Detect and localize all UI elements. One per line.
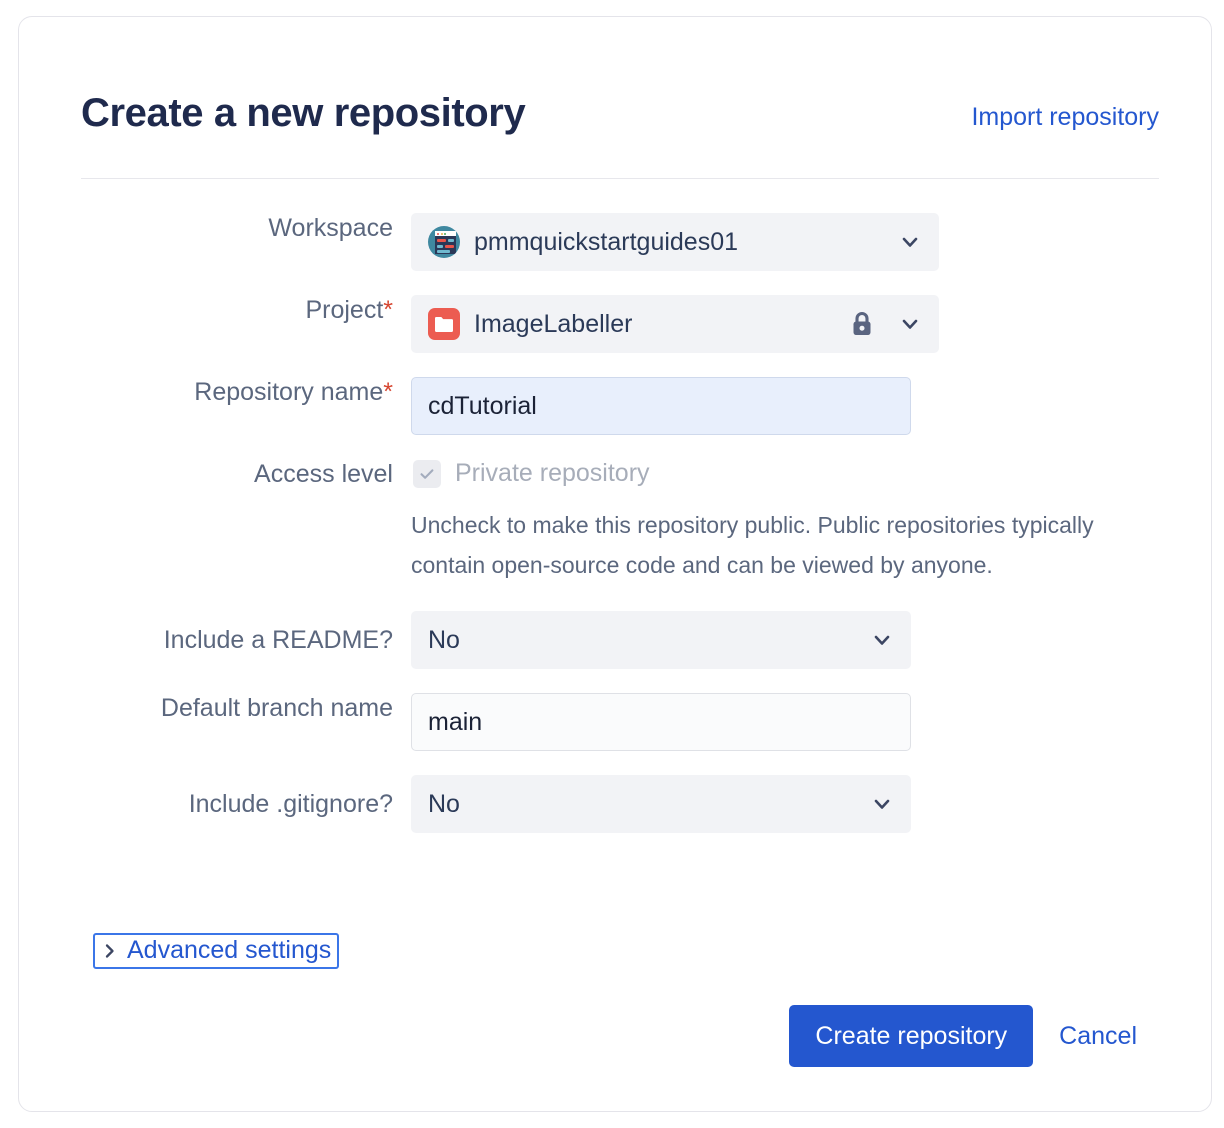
form-row-include-gitignore: Include .gitignore? No (81, 775, 1159, 834)
default-branch-name-control (411, 693, 1159, 752)
create-repository-button[interactable]: Create repository (789, 1005, 1034, 1067)
include-gitignore-control: No (411, 775, 1159, 834)
include-readme-label: Include a README? (163, 625, 393, 654)
repository-name-control (411, 377, 1159, 435)
form-row-repository-name: Repository name* (81, 377, 1159, 435)
import-repository-link[interactable]: Import repository (971, 103, 1159, 131)
workspace-avatar-icon (428, 226, 460, 258)
cancel-button[interactable]: Cancel (1059, 1021, 1137, 1050)
include-readme-control: No (411, 611, 1159, 670)
repository-name-input[interactable] (411, 377, 911, 435)
advanced-settings-label: Advanced settings (127, 936, 332, 964)
include-gitignore-label: Include .gitignore? (188, 789, 393, 818)
include-gitignore-value: No (428, 789, 460, 818)
page-title: Create a new repository (81, 91, 526, 135)
workspace-label: Workspace (268, 214, 393, 242)
chevron-down-icon (902, 237, 918, 247)
default-branch-name-label: Default branch name (160, 694, 393, 723)
private-repository-label: Private repository (455, 459, 650, 487)
include-gitignore-select[interactable]: No (411, 775, 911, 834)
chevron-down-icon (874, 635, 890, 645)
form-row-access-level: Access level Private repository Uncheck … (81, 459, 1159, 585)
check-icon (420, 468, 434, 479)
access-level-label: Access level (254, 460, 393, 488)
project-label-text: Project (305, 296, 384, 324)
workspace-select[interactable]: pmmquickstartguides01 (411, 213, 939, 271)
project-select[interactable]: ImageLabeller (411, 295, 939, 353)
chevron-right-icon (105, 943, 114, 958)
chevron-down-icon (902, 319, 918, 329)
form-row-default-branch-name: Default branch name (81, 693, 1159, 752)
project-label: Project* (81, 295, 411, 326)
access-level-control: Private repository Uncheck to make this … (411, 459, 1159, 585)
private-repository-checkbox-row[interactable]: Private repository (411, 459, 1159, 488)
repository-name-label: Repository name* (81, 377, 411, 408)
create-repository-form: Workspace pmmquickstartguides01 (81, 213, 1159, 834)
create-repository-card: Create a new repository Import repositor… (18, 16, 1212, 1112)
workspace-value: pmmquickstartguides01 (474, 227, 739, 256)
private-repository-checkbox (413, 459, 441, 488)
repository-name-required-mark: * (383, 378, 393, 406)
include-readme-value: No (428, 625, 460, 654)
form-actions: Create repository Cancel (789, 1005, 1137, 1067)
project-value: ImageLabeller (474, 309, 633, 338)
lock-icon (853, 312, 871, 335)
include-readme-select[interactable]: No (411, 611, 911, 670)
workspace-control: pmmquickstartguides01 (411, 213, 1159, 271)
form-row-project: Project* ImageLabeller (81, 295, 1159, 353)
default-branch-name-input[interactable] (411, 693, 911, 752)
form-row-workspace: Workspace pmmquickstartguides01 (81, 213, 1159, 271)
advanced-settings-toggle[interactable]: Advanced settings (93, 933, 340, 969)
access-level-help-text: Uncheck to make this repository public. … (411, 512, 1094, 578)
card-header: Create a new repository Import repositor… (81, 83, 1159, 179)
project-required-mark: * (383, 296, 393, 324)
chevron-down-icon (874, 799, 890, 809)
repository-name-label-text: Repository name (194, 378, 384, 406)
project-folder-icon (428, 308, 460, 340)
form-row-include-readme: Include a README? No (81, 611, 1159, 670)
project-control: ImageLabeller (411, 295, 1159, 353)
